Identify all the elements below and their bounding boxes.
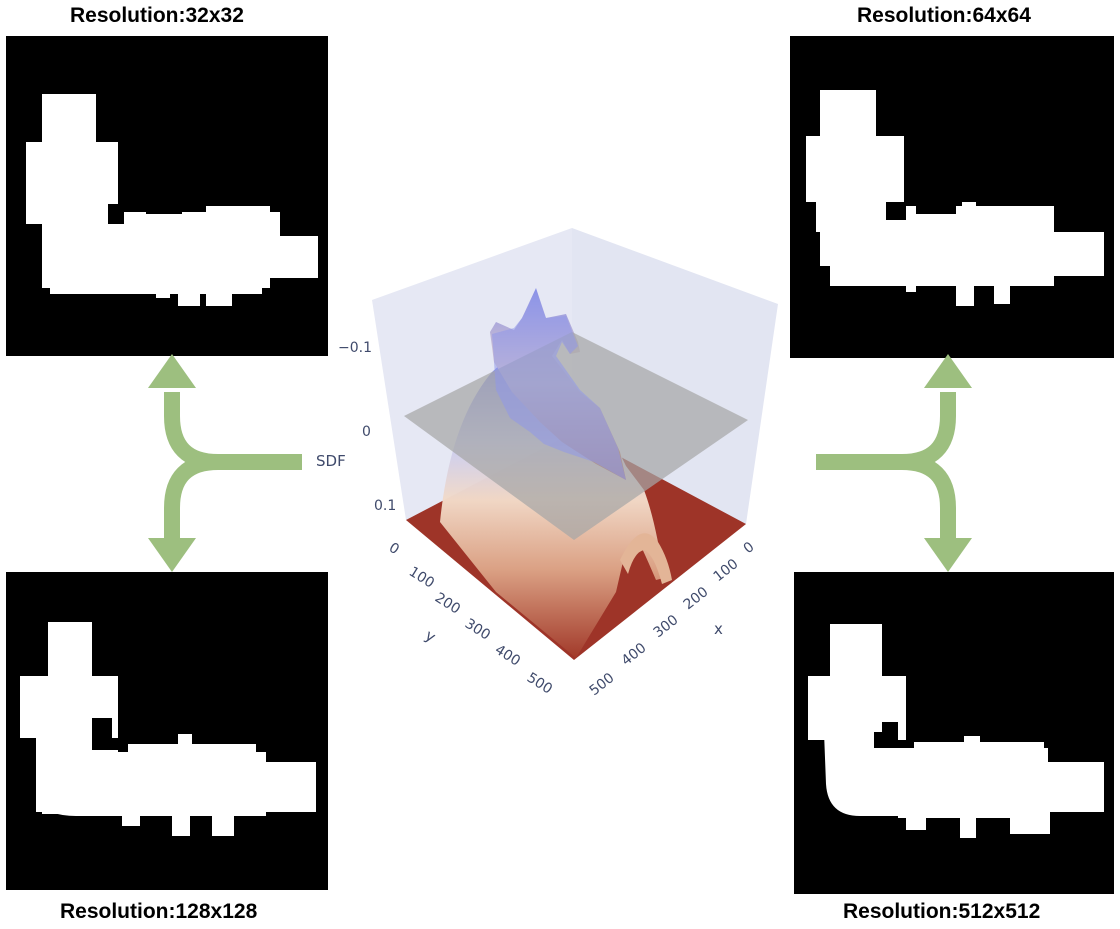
z-tick-zero: 0 xyxy=(362,424,371,440)
x-tick-200: 200 xyxy=(681,584,712,613)
right-fork-arrow-down xyxy=(816,454,956,540)
z-axis-title: SDF xyxy=(316,452,346,470)
mask-shape-512 xyxy=(808,624,1104,838)
y-tick-0: 0 xyxy=(386,540,402,558)
x-tick-400: 400 xyxy=(619,640,650,669)
x-tick-300: 300 xyxy=(651,612,682,641)
x-axis-title: x xyxy=(714,620,723,638)
x-tick-500: 500 xyxy=(587,670,618,699)
x-tick-0: 0 xyxy=(741,539,758,557)
right-down-arrowhead xyxy=(924,538,972,572)
y-tick-300: 300 xyxy=(462,616,493,644)
right-fork-arrow-up xyxy=(816,392,956,470)
y-tick-100: 100 xyxy=(406,564,437,592)
y-axis-title: y xyxy=(422,626,439,646)
mask-panel-32 xyxy=(6,36,328,356)
sdf-3d-plot: −0.1 0 0.1 SDF 0 100 200 300 400 500 y 0… xyxy=(316,228,778,699)
mask-panel-64 xyxy=(790,36,1114,358)
left-fork-arrow-up xyxy=(164,392,302,470)
left-up-arrowhead xyxy=(148,354,196,388)
mask-shape-32 xyxy=(26,94,318,306)
left-fork-arrow-down xyxy=(164,454,302,540)
right-up-arrowhead xyxy=(924,354,972,388)
mask-shape-128 xyxy=(20,622,316,836)
y-tick-200: 200 xyxy=(432,590,463,618)
z-tick-pos: 0.1 xyxy=(374,498,396,514)
x-tick-100: 100 xyxy=(711,556,742,585)
mask-panel-512 xyxy=(794,572,1114,894)
label-resolution-128: Resolution:128x128 xyxy=(60,900,258,923)
left-down-arrowhead xyxy=(148,538,196,572)
y-tick-400: 400 xyxy=(492,642,523,670)
mask-shape-64 xyxy=(806,90,1104,306)
z-tick-neg: −0.1 xyxy=(338,340,372,356)
sdf-arch-right xyxy=(620,533,672,584)
mask-panel-128 xyxy=(6,572,328,890)
sdf-surface-above-zero xyxy=(492,292,626,480)
label-resolution-512: Resolution:512x512 xyxy=(843,900,1041,923)
label-resolution-32: Resolution:32x32 xyxy=(70,4,244,27)
label-resolution-64: Resolution:64x64 xyxy=(857,4,1031,27)
y-tick-500: 500 xyxy=(524,670,555,698)
